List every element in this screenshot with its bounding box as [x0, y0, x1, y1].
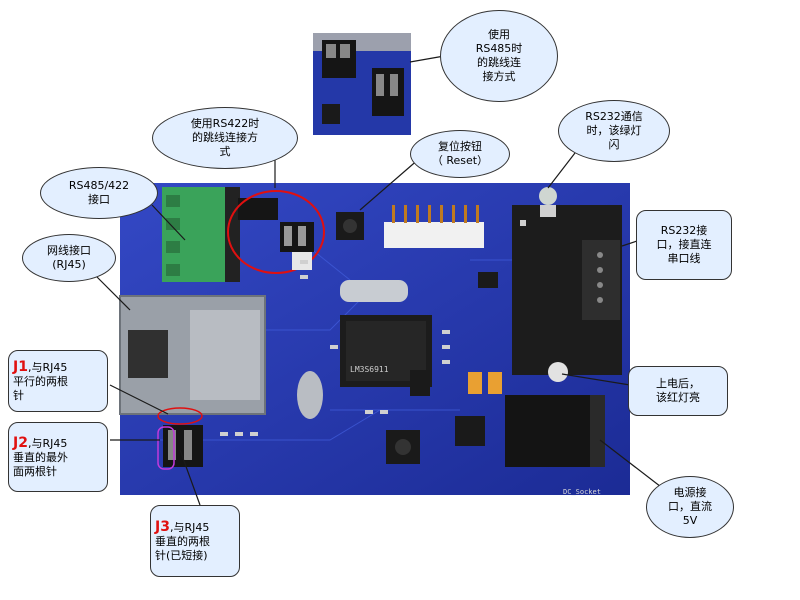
- rs422-highlight: [227, 190, 325, 274]
- callout-power-port-text: 电源接 口，直流 5V: [668, 486, 712, 527]
- j1-label: J1: [13, 358, 28, 375]
- j1-highlight: [157, 407, 203, 425]
- callout-rj45-port-text: 网线接口 (RJ45): [47, 244, 91, 271]
- callout-reset-button-text: 复位按钮 （ Reset）: [431, 140, 489, 167]
- callout-rs232-port: RS232接 口，接直连 串口线: [636, 210, 732, 280]
- pin-header: [384, 222, 484, 248]
- j2-text: ,与RJ45 垂直的最外 面两根针: [13, 436, 68, 478]
- callout-rs485-jumper: 使用 RS485时 的跳线连 接方式: [440, 10, 558, 102]
- crystal: [340, 280, 408, 302]
- callout-rs232-led: RS232通信 时，该绿灯 闪: [558, 100, 670, 162]
- j3-label: J3: [155, 518, 170, 535]
- j3-text: ,与RJ45 垂直的两根 针(已短接): [155, 520, 210, 562]
- j1-text: ,与RJ45 平行的两根 针: [13, 360, 68, 402]
- callout-power-led-text: 上电后， 该红灯亮: [656, 377, 700, 404]
- callout-j3: J3,与RJ45 垂直的两根 针(已短接): [150, 505, 240, 577]
- callout-rs232-port-text: RS232接 口，接直连 串口线: [656, 224, 712, 265]
- mcu-label: LM3S6911: [350, 365, 389, 374]
- callout-j2: J2,与RJ45 垂直的最外 面两根针: [8, 422, 108, 492]
- j2-highlight: [157, 426, 175, 470]
- pointer-lines: [94, 54, 666, 506]
- callout-rs485-422-port: RS485/422 接口: [40, 167, 158, 219]
- callout-rs422-jumper-text: 使用RS422时 的跳线连接方 式: [190, 117, 260, 158]
- callout-rs485-jumper-text: 使用 RS485时 的跳线连 接方式: [475, 28, 523, 83]
- callout-rs232-led-text: RS232通信 时，该绿灯 闪: [585, 110, 643, 151]
- dc-socket-silk: DC_Socket: [563, 488, 601, 496]
- dc-jack: [505, 395, 605, 467]
- callout-power-led: 上电后， 该红灯亮: [628, 366, 728, 416]
- j2-label: J2: [13, 434, 28, 451]
- jumper-rs422: [238, 198, 278, 220]
- callout-j1: J1,与RJ45 平行的两根 针: [8, 350, 108, 412]
- green-led: [539, 187, 557, 205]
- callout-reset-button: 复位按钮 （ Reset）: [410, 130, 510, 178]
- callout-rs485-422-port-text: RS485/422 接口: [68, 179, 130, 206]
- callout-power-port: 电源接 口，直流 5V: [646, 476, 734, 538]
- callout-rs422-jumper: 使用RS422时 的跳线连接方 式: [152, 107, 298, 169]
- callout-rj45-port: 网线接口 (RJ45): [22, 234, 116, 282]
- red-led: [548, 362, 568, 382]
